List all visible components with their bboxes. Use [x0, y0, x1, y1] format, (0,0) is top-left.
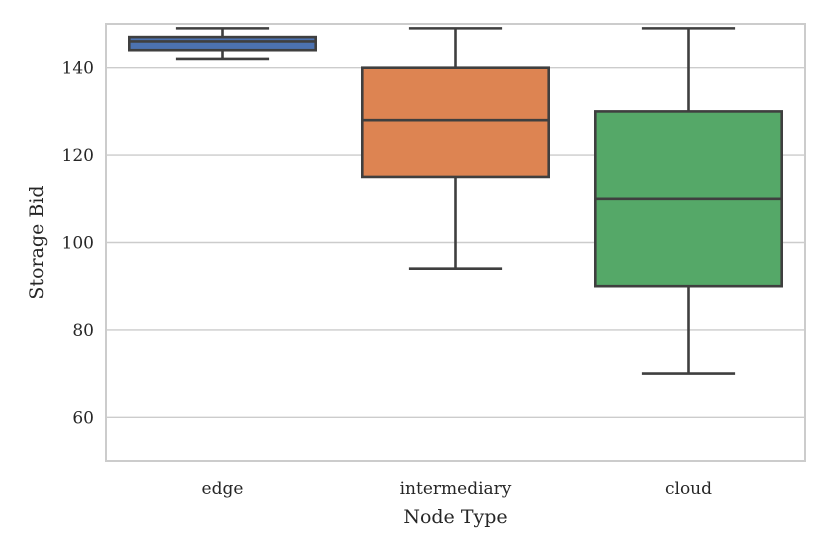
boxes	[128, 27, 783, 375]
box-intermediary	[360, 27, 550, 271]
x-axis-label: Node Type	[403, 506, 507, 528]
y-tick-label-140: 140	[62, 59, 94, 79]
x-tick-label-cloud: cloud	[665, 479, 712, 499]
x-tick-label-edge: edge	[202, 479, 244, 499]
iqr-box-intermediary	[360, 66, 550, 179]
y-tick-label-80: 80	[72, 321, 94, 341]
box-cloud	[593, 27, 783, 375]
x-tick-labels: edge intermediary cloud	[202, 479, 713, 499]
y-tick-labels: 60 80 100 120 140	[62, 59, 94, 429]
plot-frame	[105, 23, 806, 462]
y-axis-label: Storage Bid	[26, 185, 48, 299]
box-edge	[128, 27, 317, 61]
iqr-box-edge	[128, 35, 317, 52]
x-tick-label-intermediary: intermediary	[400, 479, 512, 499]
y-tick-label-100: 100	[62, 234, 94, 254]
y-tick-label-60: 60	[72, 408, 94, 428]
y-tick-label-120: 120	[62, 146, 94, 166]
